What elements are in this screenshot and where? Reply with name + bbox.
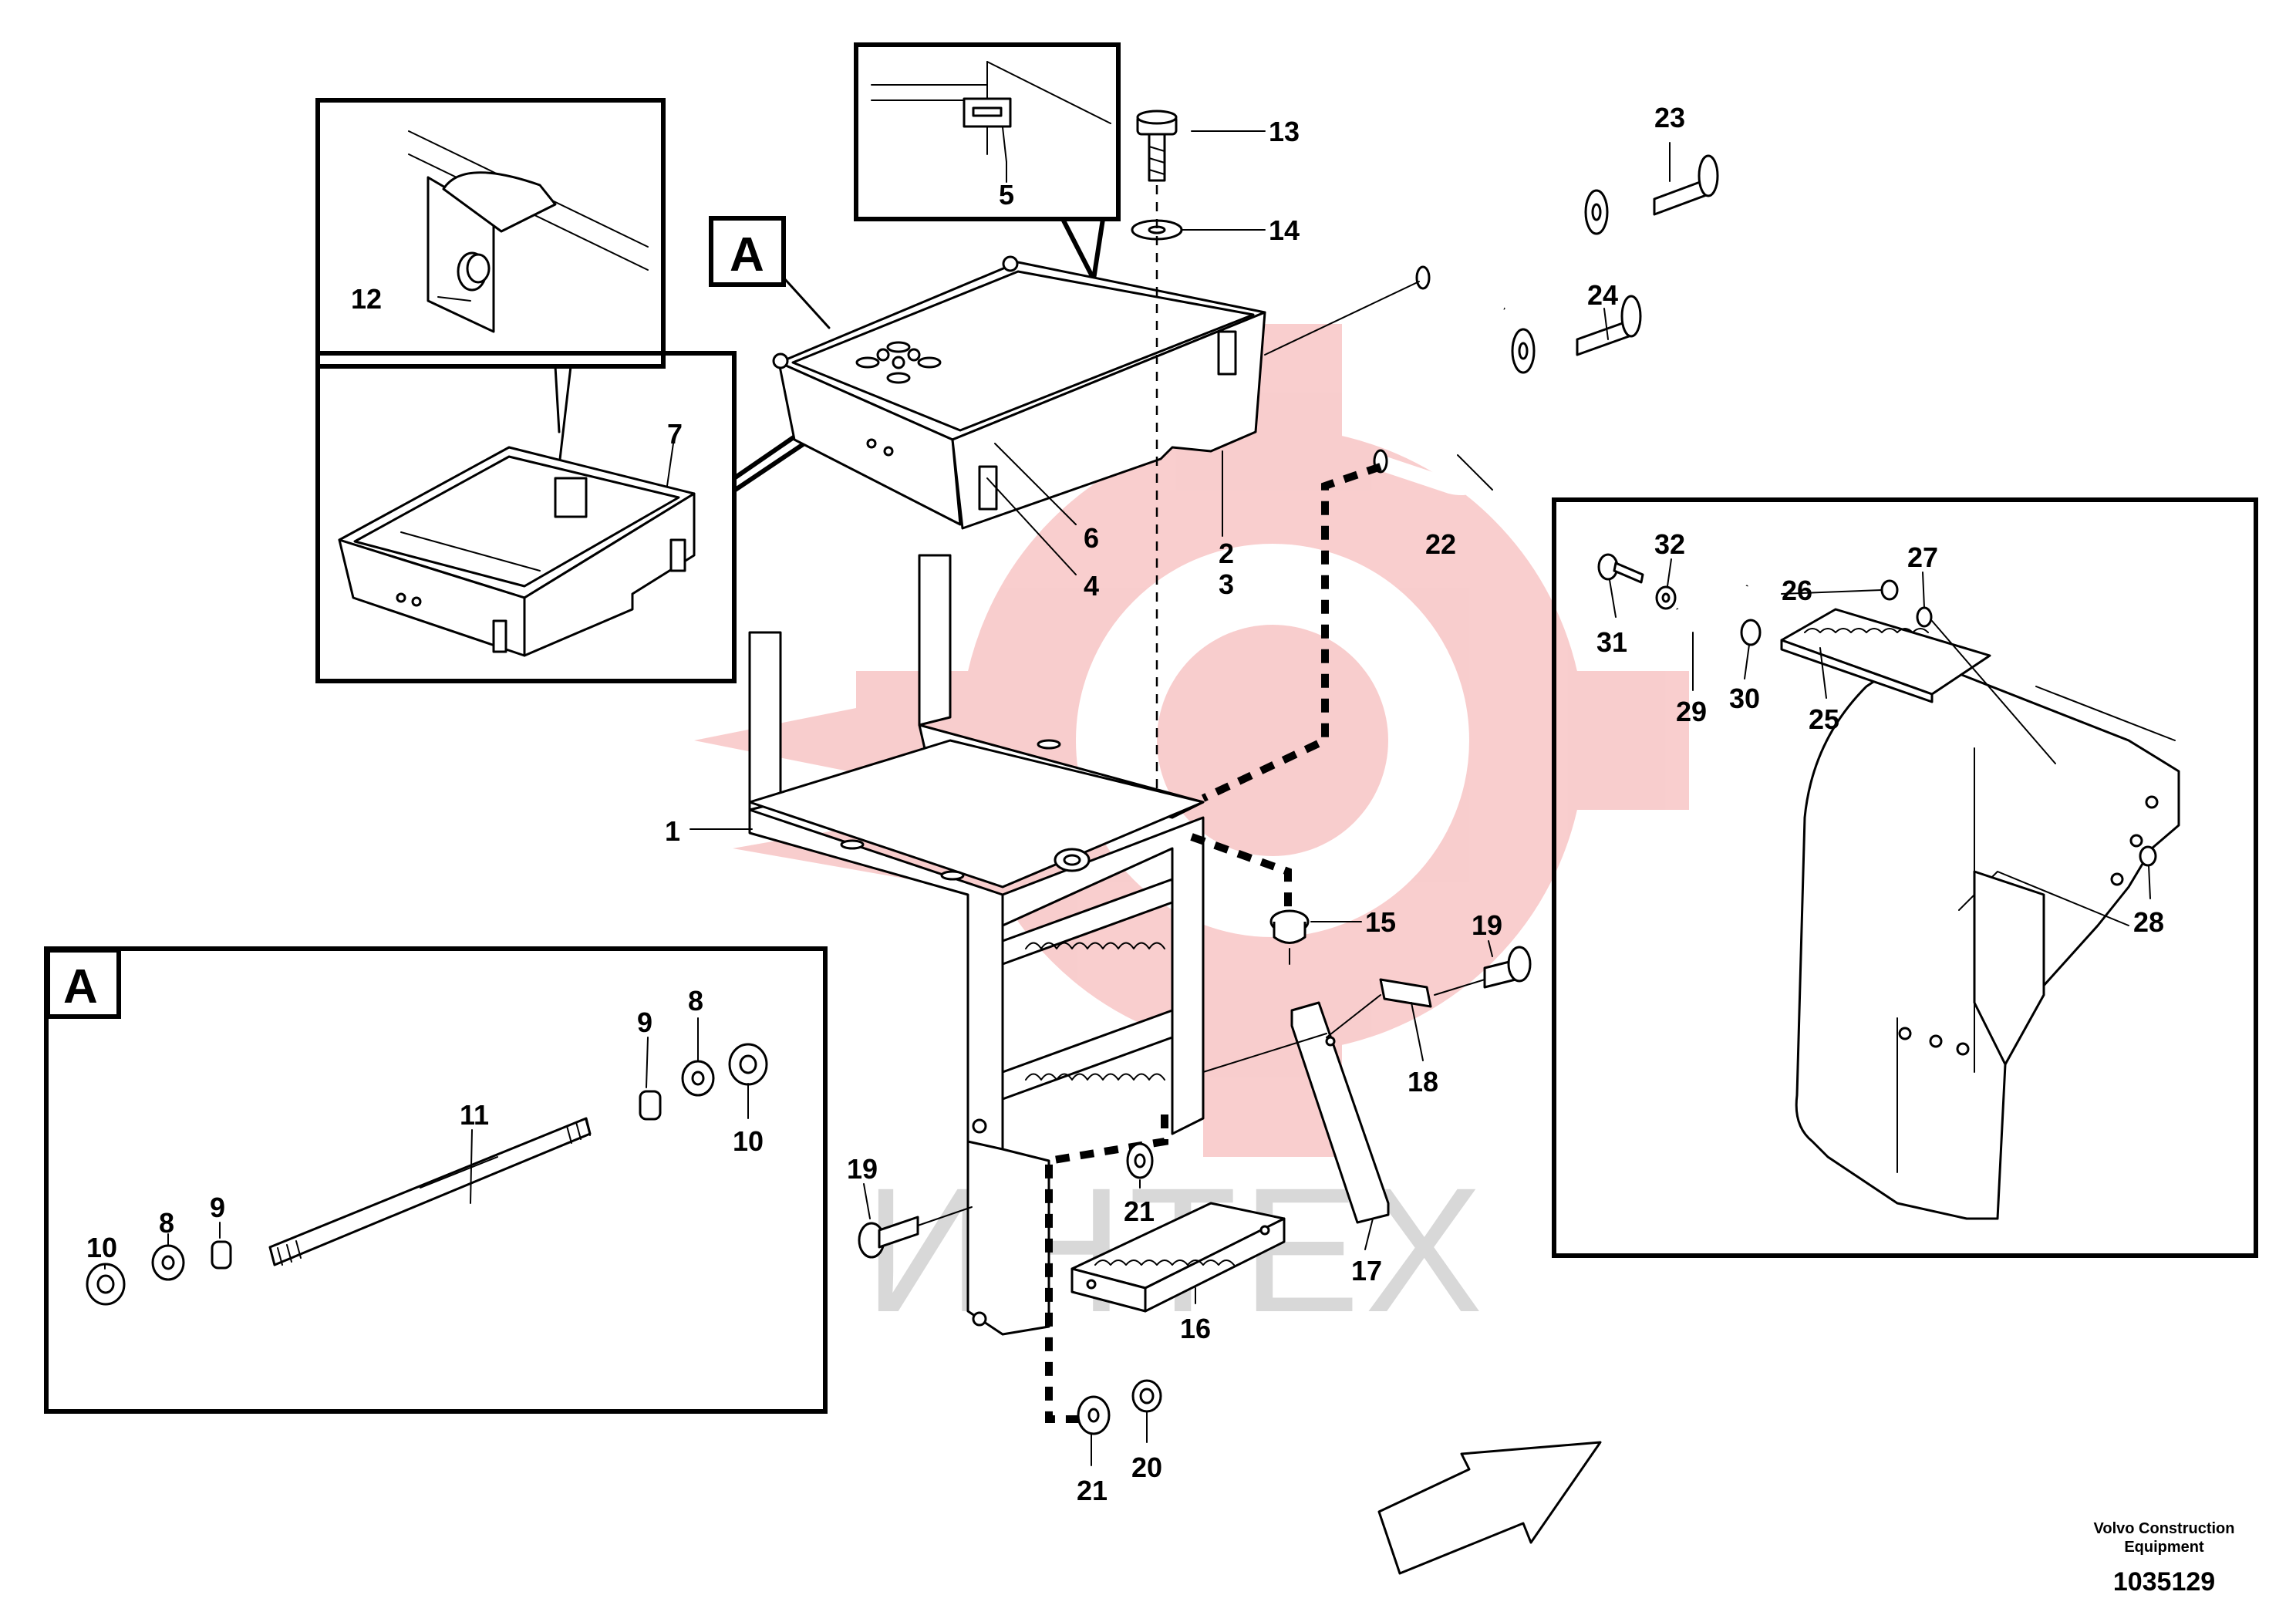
inset-hook-detail [854,42,1121,287]
detail-marker-box [46,948,121,1019]
footer-company-line1: Volvo Construction [2094,1520,2235,1537]
callout-31: 31 [1596,626,1627,658]
washer-27 [1916,606,1933,628]
callout-1: 1 [665,815,680,847]
clip-18 [1379,978,1432,1008]
grab-handle-22 [1373,222,1577,495]
bolt-19-left [858,1206,973,1259]
view-marker-box [709,216,786,287]
callout-8-left: 8 [159,1207,174,1239]
callout-12: 12 [351,283,382,315]
callout-9-left: 9 [210,1192,225,1223]
callout-9-right: 9 [637,1007,652,1038]
callout-10-right: 10 [733,1125,764,1157]
footer-company-line2: Equipment [2124,1539,2204,1556]
callout-17: 17 [1351,1255,1382,1286]
spacer-9-left [211,1240,232,1270]
callout-29: 29 [1676,696,1707,727]
callout-22: 22 [1425,528,1456,560]
nut-15 [1269,909,1310,965]
callout-5: 5 [999,179,1014,211]
washer-21-lower [1077,1395,1111,1435]
callout-32: 32 [1654,528,1685,560]
washer-21-upper [1126,1142,1154,1179]
footer-drawing-number: 1035129 [2113,1567,2215,1597]
nut-20 [1131,1379,1162,1413]
callout-labels: 1 2 3 4 5 6 7 8 8 9 9 10 10 11 12 13 14 … [86,102,2164,1506]
callout-30: 30 [1729,683,1760,714]
step-16 [1070,1202,1286,1313]
callout-15: 15 [1365,906,1396,938]
callout-20: 20 [1131,1452,1162,1483]
detail-marker-label: A [63,960,98,1013]
inset-pin-detail [315,98,666,487]
bolt-26 [1880,579,1899,601]
toolbox-lid-pattern [855,341,942,384]
callout-24: 24 [1587,279,1618,311]
callout-13: 13 [1269,116,1300,147]
callout-26: 26 [1782,575,1812,606]
footer-block: Volvo Construction Equipment 1035129 [2094,1520,2235,1597]
direction-arrow [1377,1441,1602,1575]
bracket-frame-1 [748,554,1205,1336]
nut-bracket [1054,848,1091,872]
callout-4: 4 [1084,570,1099,602]
callout-23: 23 [1654,102,1685,133]
inset-mudguard [1552,497,2258,1258]
callout-2: 2 [1219,538,1234,569]
inset-open-box [315,351,858,683]
nut-28 [2139,845,2157,867]
spacer-30 [1740,619,1762,646]
callout-28: 28 [2133,906,2164,938]
callout-10-left: 10 [86,1232,117,1263]
bolt-19-right [1434,946,1532,996]
callout-3: 3 [1219,568,1234,600]
callout-7: 7 [667,418,683,450]
callout-27: 27 [1907,541,1938,573]
leader-lines [104,130,2151,1466]
callout-8-right: 8 [688,985,703,1017]
plate-17 [1290,1001,1390,1224]
callout-11: 11 [460,1099,489,1131]
toolbox-closed [772,255,1266,530]
callout-16: 16 [1180,1313,1211,1344]
callout-21-upper: 21 [1124,1195,1155,1227]
callout-14: 14 [1269,214,1300,246]
callout-6: 6 [1084,522,1099,554]
spacer-9-right [639,1090,662,1121]
callout-21-lower: 21 [1077,1475,1108,1506]
callout-18: 18 [1408,1066,1438,1098]
view-marker-label: A [730,228,764,282]
bolt-23 [1584,154,1719,235]
bolt-24 [1511,295,1642,374]
bolt-13 [1136,110,1178,182]
callout-19-right: 19 [1472,909,1502,941]
detail-view-a: A [44,946,828,1414]
callout-19-left: 19 [847,1153,878,1185]
callout-25: 25 [1809,703,1839,735]
